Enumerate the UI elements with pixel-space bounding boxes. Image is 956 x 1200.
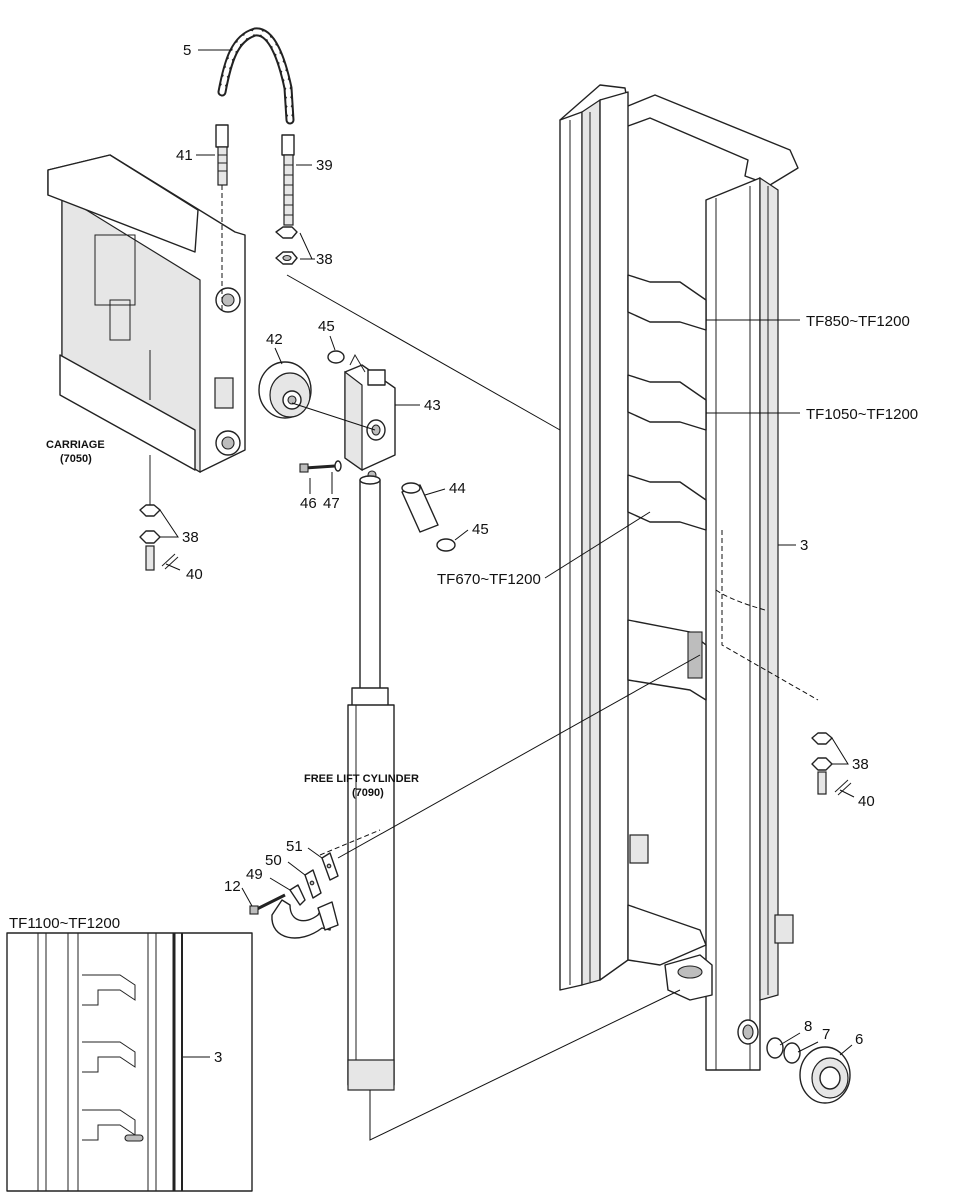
shim-7 — [783, 1042, 801, 1064]
bearing-6 — [799, 1046, 851, 1104]
carriage-caption-line1: CARRIAGE — [46, 439, 105, 451]
snap-ring-45-top — [327, 350, 345, 364]
label-44: 44 — [449, 480, 466, 497]
label-46: 46 — [300, 495, 317, 512]
range-middle: TF1050~TF1200 — [806, 406, 918, 423]
label-42: 42 — [266, 331, 283, 348]
cylinder-caption-line2: (7090) — [352, 787, 384, 799]
label-38-left: 38 — [182, 529, 199, 546]
anchor-bolt-41 — [215, 124, 229, 310]
label-40-right: 40 — [858, 793, 875, 810]
label-51: 51 — [286, 838, 303, 855]
anchor-bolt-39 — [275, 134, 298, 265]
label-5: 5 — [183, 42, 191, 59]
free-lift-cylinder — [347, 475, 395, 1091]
sheave-bracket-43 — [344, 353, 396, 480]
range-upper: TF850~TF1200 — [806, 313, 910, 330]
label-45-top: 45 — [318, 318, 335, 335]
outer-mast — [559, 84, 819, 1071]
label-7: 7 — [822, 1026, 830, 1043]
inset-title: TF1100~TF1200 — [9, 915, 120, 932]
bolt-46-washer-47 — [299, 460, 342, 473]
label-6: 6 — [855, 1031, 863, 1048]
label-47: 47 — [323, 495, 340, 512]
label-50: 50 — [265, 852, 282, 869]
shaft-44 — [401, 482, 439, 533]
carriage — [47, 154, 246, 505]
inset-detail — [6, 932, 253, 1192]
label-39: 39 — [316, 157, 333, 174]
snap-ring-45-bottom — [436, 538, 456, 552]
label-45-bottom: 45 — [472, 521, 489, 538]
label-41: 41 — [176, 147, 193, 164]
cylinder-clamp — [249, 852, 339, 939]
carriage-caption-line2: (7050) — [60, 453, 92, 465]
roller-8 — [766, 1037, 784, 1059]
cylinder-caption-line1: FREE LIFT CYLINDER — [304, 773, 419, 785]
range-lower: TF670~TF1200 — [437, 571, 541, 588]
label-49: 49 — [246, 866, 263, 883]
sheave-42 — [258, 361, 312, 419]
label-43: 43 — [424, 397, 441, 414]
label-8: 8 — [804, 1018, 812, 1035]
label-38-top: 38 — [316, 251, 333, 268]
label-40-left: 40 — [186, 566, 203, 583]
lift-chain — [217, 27, 295, 125]
label-12: 12 — [224, 878, 241, 895]
label-38-right: 38 — [852, 756, 869, 773]
label-3: 3 — [800, 537, 808, 554]
label-3-inset: 3 — [214, 1049, 222, 1066]
leader-lines — [159, 49, 855, 1056]
